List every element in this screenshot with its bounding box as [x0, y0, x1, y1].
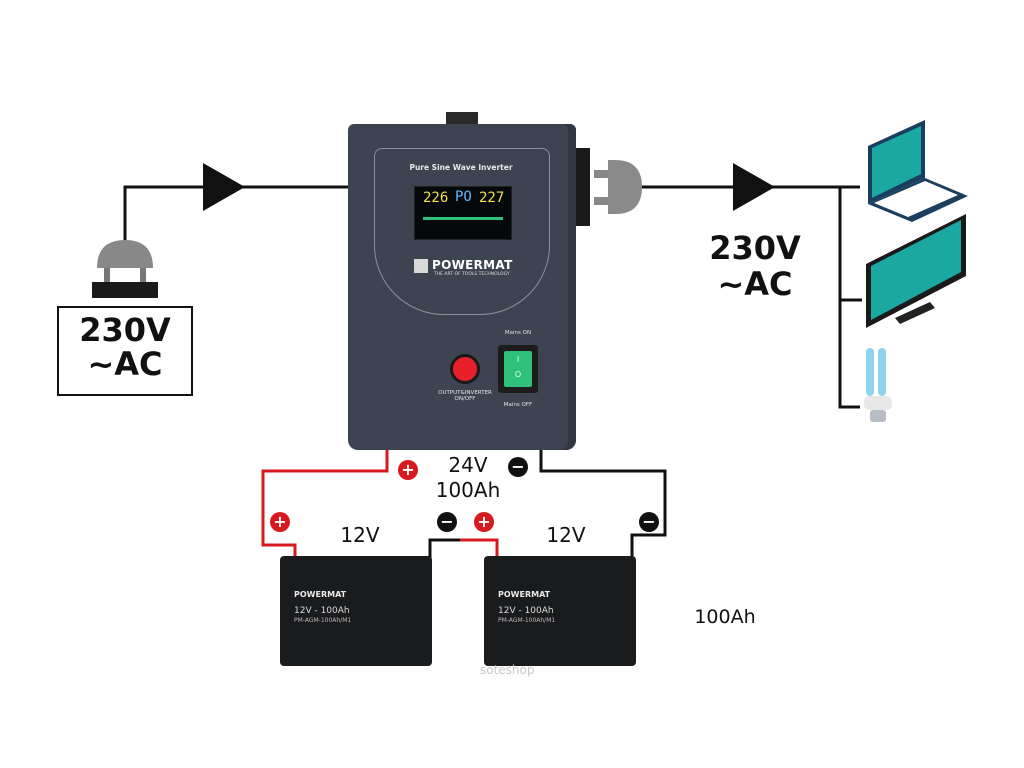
lcd-output-value: 227: [479, 190, 505, 206]
input-type: ~AC: [87, 344, 163, 383]
battery1-negative-icon: −: [437, 512, 457, 532]
battery-1: POWERMAT 12V - 100Ah PM-AGM-100Ah/M1: [280, 556, 432, 666]
input-plug-icon: [92, 240, 158, 298]
output-button-label: OUTPUT&INVERTER ON/OFF: [438, 390, 492, 402]
battery-capacity-note: 100Ah: [694, 606, 756, 628]
powermat-logo-icon: [414, 259, 428, 273]
mains-switch[interactable]: I O: [498, 345, 538, 393]
battery1-positive-icon: +: [270, 512, 290, 532]
bank-positive-icon: +: [398, 460, 418, 480]
battery-2: POWERMAT 12V - 100Ah PM-AGM-100Ah/M1: [484, 556, 636, 666]
lcd-status-icons: [423, 217, 503, 220]
inverter-brand: POWERMAT: [432, 258, 513, 272]
bank-voltage: 24V: [448, 453, 488, 477]
lcd-input-value: 226: [423, 190, 449, 206]
battery2-negative-icon: −: [639, 512, 659, 532]
inverter-tagline: THE ART OF TOOLS TECHNOLOGY: [434, 272, 510, 277]
watermark: soteshop: [480, 663, 535, 677]
inverter-front-panel: [374, 148, 550, 315]
switch-off-symbol: O: [514, 370, 522, 379]
output-type: ~AC: [717, 265, 793, 303]
battery2-voltage-label: 12V: [546, 523, 586, 547]
mains-on-label: Mains ON: [504, 330, 532, 336]
inverter-title: Pure Sine Wave Inverter: [409, 163, 513, 172]
series-link-negative: [428, 538, 460, 558]
bank-negative-icon: −: [508, 457, 528, 477]
laptop-icon: [868, 120, 968, 222]
input-arrow: [203, 163, 245, 211]
mains-off-label: Mains OFF: [503, 402, 533, 408]
device-bus: [838, 187, 860, 409]
negative-wire: [539, 450, 667, 558]
input-voltage-box: 230V ~AC: [57, 306, 193, 396]
switch-on-symbol: I: [516, 355, 520, 364]
output-voltage: 230V: [709, 229, 801, 267]
output-plug-icon: [576, 148, 642, 226]
bank-capacity: 100Ah: [435, 478, 501, 502]
input-voltage: 230V: [79, 311, 171, 349]
battery1-voltage-label: 12V: [340, 523, 380, 547]
positive-wire: [261, 450, 389, 558]
monitor-icon: [866, 214, 966, 328]
battery2-positive-icon: +: [474, 512, 494, 532]
series-link-positive: [460, 538, 499, 558]
output-arrow: [733, 163, 775, 211]
output-inverter-button[interactable]: [450, 354, 480, 384]
lcd-display: 226 PO 227: [414, 186, 512, 240]
cfl-bulb-icon: [864, 348, 892, 422]
lcd-mode: PO: [455, 189, 472, 205]
input-wire: [123, 185, 348, 250]
